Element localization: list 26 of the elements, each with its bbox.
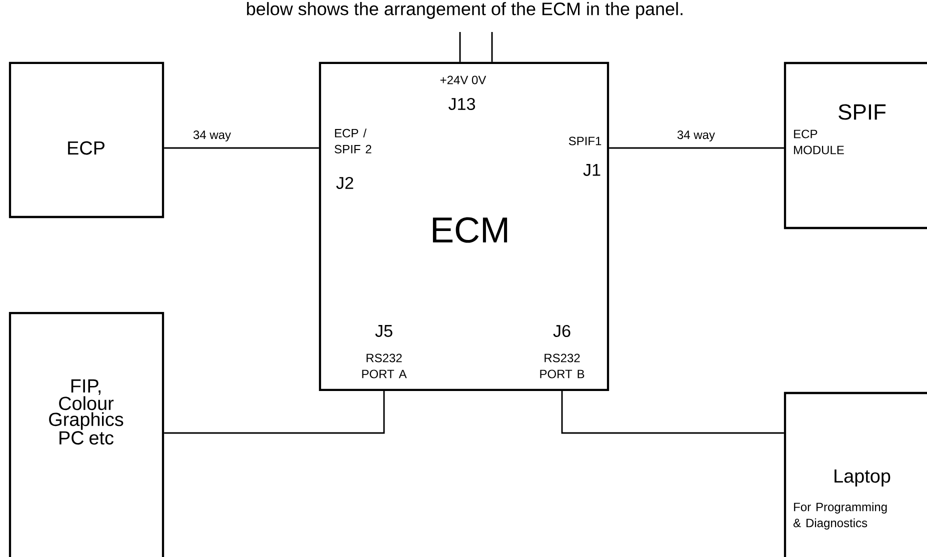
caption-text: below shows the arrangement of the ECM in the panel. [247, 2, 682, 19]
port-label: RS232 PORT A [362, 354, 407, 378]
connector-label: J2 [336, 176, 354, 190]
cable-line [164, 147, 319, 149]
pin-label: +24V 0V [440, 76, 486, 84]
connector-label: J6 [553, 324, 570, 338]
power-wire [491, 32, 493, 62]
block-title: FIP, Colour Graphics PC etc [49, 379, 124, 445]
connector-label: J13 [448, 98, 476, 110]
port-label: RS232 PORT B [540, 354, 584, 378]
cable-line [164, 391, 385, 434]
connector-label: J1 [583, 164, 600, 176]
cable-line [609, 147, 784, 149]
block-title: ECM [432, 217, 508, 243]
power-wire [459, 32, 461, 62]
block-subtitle: ECP MODULE [794, 130, 844, 154]
block-title: Laptop [834, 470, 890, 486]
edge-label: 34 way [192, 129, 232, 143]
block-subtitle: For Programming & Diagnostics [794, 502, 887, 530]
port-label: ECP / SPIF 2 [334, 128, 372, 154]
cable-line [561, 391, 784, 434]
connector-label: J5 [375, 325, 392, 337]
port-label: SPIF1 [568, 136, 602, 146]
edge-label: 34 way [676, 129, 716, 143]
block-title: ECP [68, 141, 104, 155]
block-title: SPIF [838, 104, 886, 120]
